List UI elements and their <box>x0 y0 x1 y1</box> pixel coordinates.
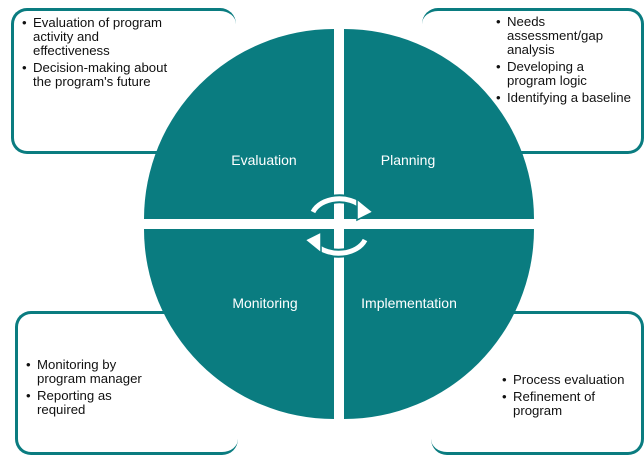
quadrant-label-implementation: Implementation <box>361 295 457 311</box>
bullet-item: Evaluation of program activity and effec… <box>22 16 172 58</box>
callout-monitoring-list: Monitoring by program manager Reporting … <box>18 314 146 417</box>
bullet-item: Refinement of program <box>502 390 632 418</box>
bullet-item: Needs assessment/gap analysis <box>496 15 636 57</box>
bullet-item: Reporting as required <box>26 389 146 417</box>
bullet-item: Identifying a baseline <box>496 91 636 106</box>
callout-evaluation: Evaluation of program activity and effec… <box>11 8 236 154</box>
quadrant-label-evaluation: Evaluation <box>231 152 296 168</box>
callout-evaluation-list: Evaluation of program activity and effec… <box>14 11 172 89</box>
bullet-item: Decision-making about the program's futu… <box>22 61 172 89</box>
quadrant-label-monitoring: Monitoring <box>232 295 297 311</box>
callout-implementation-list: Process evaluation Refinement of program <box>431 314 632 418</box>
cycle-arrows-icon <box>303 194 375 258</box>
bullet-item: Process evaluation <box>502 373 632 388</box>
quadrant-planning <box>344 29 534 219</box>
quadrant-label-planning: Planning <box>381 152 436 168</box>
quadrant-evaluation <box>144 29 334 219</box>
bullet-item: Monitoring by program manager <box>26 358 146 386</box>
quadrant-implementation <box>344 229 534 419</box>
bullet-item: Developing a program logic <box>496 60 636 88</box>
callout-planning-list: Needs assessment/gap analysis Developing… <box>422 11 636 106</box>
quadrant-monitoring <box>144 229 334 419</box>
